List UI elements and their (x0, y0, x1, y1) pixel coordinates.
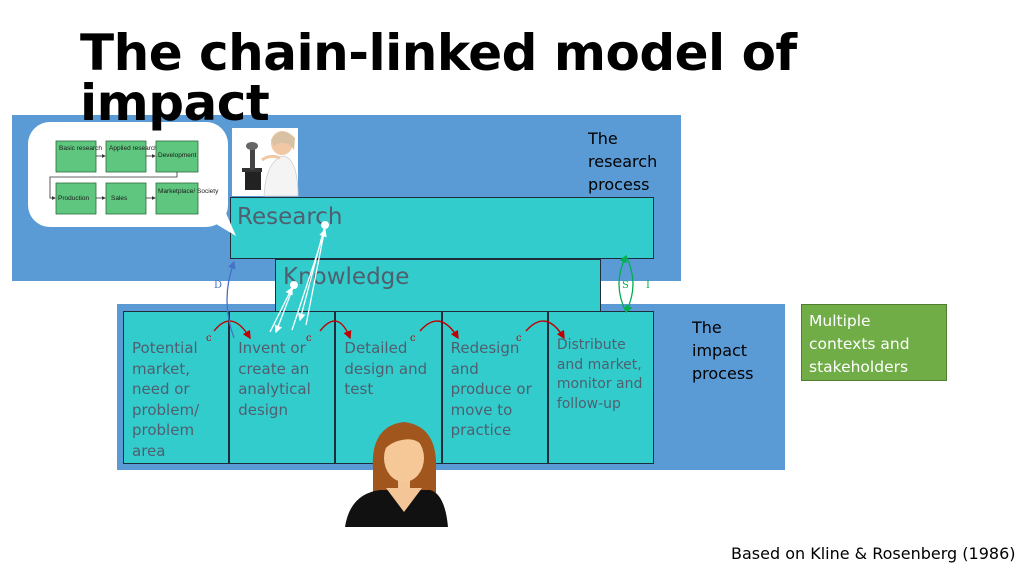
research-box-label: Research (237, 204, 343, 230)
stage-detailed-design: Detailed design and test (335, 311, 442, 464)
stage-invent-design: Invent or create an analytical design (229, 311, 336, 464)
stage-redesign-produce: Redesign and produce or move to practice (441, 311, 548, 464)
link-label-i: I (646, 280, 650, 291)
slide-title: The chain-linked model of impact (80, 24, 797, 132)
impact-process-label: The impact process (692, 318, 754, 383)
knowledge-box-label: Knowledge (283, 264, 410, 290)
stage-distribute-market: Distribute and market, monitor and follo… (547, 311, 655, 464)
research-process-label: The research process (588, 129, 658, 194)
knowledge-box (275, 259, 601, 313)
contexts-stakeholders-box: Multiple contexts and stakeholders (801, 304, 947, 381)
linear-model-bubble (28, 122, 228, 227)
link-label-s: S (622, 280, 629, 291)
link-label-d: D (214, 280, 222, 291)
citation: Based on Kline & Rosenberg (1986) (731, 544, 1016, 563)
stage-potential-market: Potential market, need or problem/ probl… (123, 311, 230, 464)
impact-stages-row: Potential market, need or problem/ probl… (123, 311, 655, 464)
